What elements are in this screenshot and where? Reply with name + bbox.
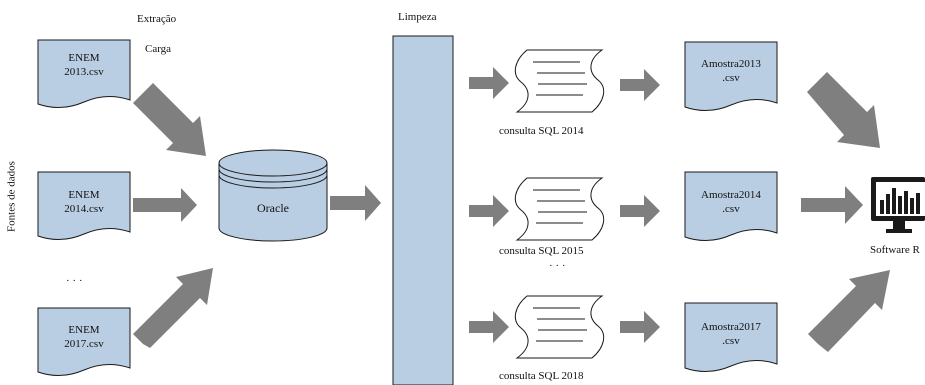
arrow-sample-2014-to-r xyxy=(801,186,863,224)
sample-doc-2013 xyxy=(684,41,778,111)
query-2018-label: consulta SQL 2018 xyxy=(499,370,584,382)
source-doc-2013 xyxy=(37,39,131,108)
arrow-2014-to-oracle xyxy=(133,188,197,222)
sample-doc-2014-text: Amostra2014 .csv xyxy=(685,188,777,216)
query-2015-label: consulta SQL 2015 xyxy=(499,245,584,257)
sql-query-scroll-icon xyxy=(514,177,605,241)
arrow-clean-to-query-2018 xyxy=(469,311,509,343)
monitor-chart-icon xyxy=(871,177,925,233)
query-2014-label: consulta SQL 2014 xyxy=(499,125,584,137)
source-doc-2017 xyxy=(37,307,131,376)
source-2013-file: 2013.csv xyxy=(64,66,104,78)
arrow-2013-to-oracle xyxy=(133,83,206,156)
sample-2014-name: Amostra2014 xyxy=(701,189,761,201)
source-doc-2017-text: ENEM 2017.csv xyxy=(38,323,130,351)
source-2013-name: ENEM xyxy=(68,52,100,64)
sample-2017-ext: .csv xyxy=(722,335,740,347)
arrow-sample-2017-to-r xyxy=(808,270,890,352)
source-2014-name: ENEM xyxy=(68,189,100,201)
arrow-clean-to-query-2015 xyxy=(469,195,509,227)
sample-doc-2014 xyxy=(684,171,778,241)
arrow-clean-to-query-2014 xyxy=(469,67,509,99)
sample-doc-2013-text: Amostra2013 .csv xyxy=(685,57,777,85)
oracle-database xyxy=(218,149,328,242)
sources-ellipsis: · · · xyxy=(66,275,83,287)
sample-2014-ext: .csv xyxy=(722,203,740,215)
arrow-oracle-to-clean xyxy=(330,185,381,221)
source-2017-file: 2017.csv xyxy=(64,338,104,350)
sample-2013-name: Amostra2013 xyxy=(701,58,761,70)
load-label: Carga xyxy=(145,43,172,55)
oracle-label: Oracle xyxy=(257,201,289,215)
cleaning-stage-bar xyxy=(392,35,454,385)
sample-2013-ext: .csv xyxy=(722,72,740,84)
sql-query-scroll-icon xyxy=(514,49,605,113)
sample-doc-2017-text: Amostra2017 .csv xyxy=(685,320,777,348)
sql-query-scroll-icon xyxy=(514,295,605,359)
arrow-2017-to-oracle xyxy=(133,268,213,348)
arrow-query-to-sample-2014 xyxy=(620,195,660,227)
software-r-label: Software R xyxy=(870,244,920,256)
arrow-query-to-sample-2013 xyxy=(620,69,660,101)
source-doc-2014-text: ENEM 2014.csv xyxy=(38,188,130,216)
source-doc-2013-text: ENEM 2013.csv xyxy=(38,51,130,79)
arrow-sample-2013-to-r xyxy=(807,72,880,148)
extract-label: Extração xyxy=(137,13,177,25)
arrow-query-to-sample-2017 xyxy=(620,311,660,343)
clean-label: Limpeza xyxy=(398,11,437,23)
source-doc-2014 xyxy=(37,171,131,240)
source-2014-file: 2014.csv xyxy=(64,203,104,215)
source-2017-name: ENEM xyxy=(68,324,100,336)
sample-doc-2017 xyxy=(684,302,778,372)
queries-ellipsis: · · · xyxy=(549,260,566,272)
sample-2017-name: Amostra2017 xyxy=(701,321,761,333)
sources-axis-label: Fontes de dados xyxy=(5,161,18,232)
